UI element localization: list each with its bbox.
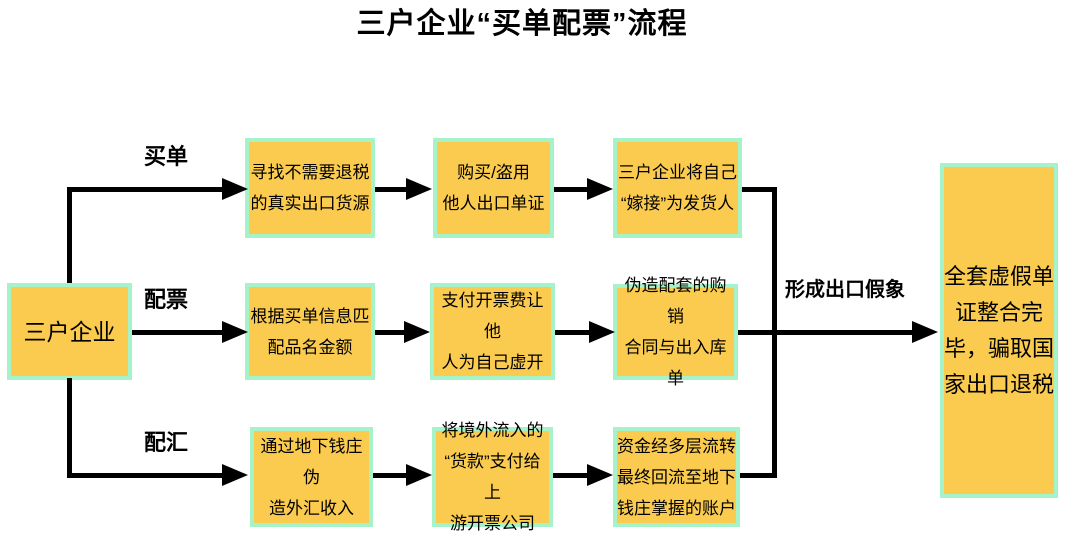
connector-row3-in <box>67 473 222 478</box>
step-text-2-2: 支付开票费让他 人为自己虚开 <box>441 291 544 372</box>
connector-row3-gap1 <box>373 473 408 478</box>
connector-row1-gap2 <box>554 187 589 192</box>
branch-label-match-invoice: 配票 <box>143 287 188 312</box>
connector-row3-out <box>740 473 777 478</box>
arrowhead-row3-in <box>222 464 248 486</box>
step-text-1-3: 三户企业将自己 “嫁接”为发货人 <box>618 163 737 213</box>
step-text-2-3: 伪造配套的购销 合同与出入库单 <box>624 276 727 388</box>
step-text-1-1: 寻找不需要退税 的真实出口货源 <box>250 163 370 213</box>
arrowhead-row2-gap2 <box>589 321 615 343</box>
step-text-3-1: 通过地下钱庄伪 造外汇收入 <box>260 436 363 518</box>
step-box-3-3: 资金经多层流转 最终回流至地下 钱庄掌握的账户 <box>613 427 740 527</box>
arrowhead-row1-gap2 <box>587 178 613 200</box>
step-text-1-2: 购买/盗用 他人出口单证 <box>442 163 545 213</box>
arrowhead-row3-gap1 <box>406 464 432 486</box>
branch-line-vertical-top <box>67 187 72 283</box>
source-company-box: 三户企业 <box>7 283 132 380</box>
step-box-2-3: 伪造配套的购销 合同与出入库单 <box>613 276 738 388</box>
branch-label-buy-order: 买单 <box>143 144 188 169</box>
connector-row3-gap2 <box>553 473 589 478</box>
arrowhead-row3-gap2 <box>587 464 613 486</box>
step-box-3-2: 将境外流入的 “货款”支付给上 游开票公司 <box>432 421 553 533</box>
connector-row1-gap1 <box>375 187 408 192</box>
connector-final <box>738 330 914 335</box>
result-box: 全套虚假单 证整合完 毕，骗取国 家出口退税 <box>940 163 1058 498</box>
arrowhead-row1-gap1 <box>406 178 432 200</box>
connector-row1-in <box>67 187 222 192</box>
converge-label: 形成出口假象 <box>785 279 905 301</box>
step-text-2-1: 根据买单信息匹 配品名金额 <box>250 306 370 357</box>
diagram-title: 三户企业“买单配票”流程 <box>356 8 688 40</box>
step-text-3-2: 将境外流入的 “货款”支付给上 游开票公司 <box>441 421 544 533</box>
step-text-3-3: 资金经多层流转 最终回流至地下 钱庄掌握的账户 <box>617 436 736 518</box>
branch-label-match-forex: 配汇 <box>143 430 188 455</box>
step-box-2-2: 支付开票费让他 人为自己虚开 <box>430 283 555 380</box>
connector-row1-out <box>742 187 777 192</box>
arrowhead-row2-gap1 <box>404 321 430 343</box>
result-label: 全套虚假单 证整合完 毕，骗取国 家出口退税 <box>944 263 1055 397</box>
arrowhead-row2-in <box>222 321 248 343</box>
step-box-2-1: 根据买单信息匹 配品名金额 <box>245 283 375 380</box>
step-box-3-1: 通过地下钱庄伪 造外汇收入 <box>250 427 373 527</box>
connector-row2-in <box>132 330 222 335</box>
step-box-1-3: 三户企业将自己 “嫁接”为发货人 <box>613 138 742 238</box>
connector-row2-gap1 <box>375 330 406 335</box>
branch-line-vertical-bottom <box>67 378 72 478</box>
connector-row2-gap2 <box>555 330 591 335</box>
arrowhead-row1-in <box>222 178 248 200</box>
step-box-1-1: 寻找不需要退税 的真实出口货源 <box>245 138 375 238</box>
step-box-1-2: 购买/盗用 他人出口单证 <box>433 138 554 238</box>
source-company-label: 三户企业 <box>23 318 116 345</box>
arrowhead-final <box>912 321 938 343</box>
